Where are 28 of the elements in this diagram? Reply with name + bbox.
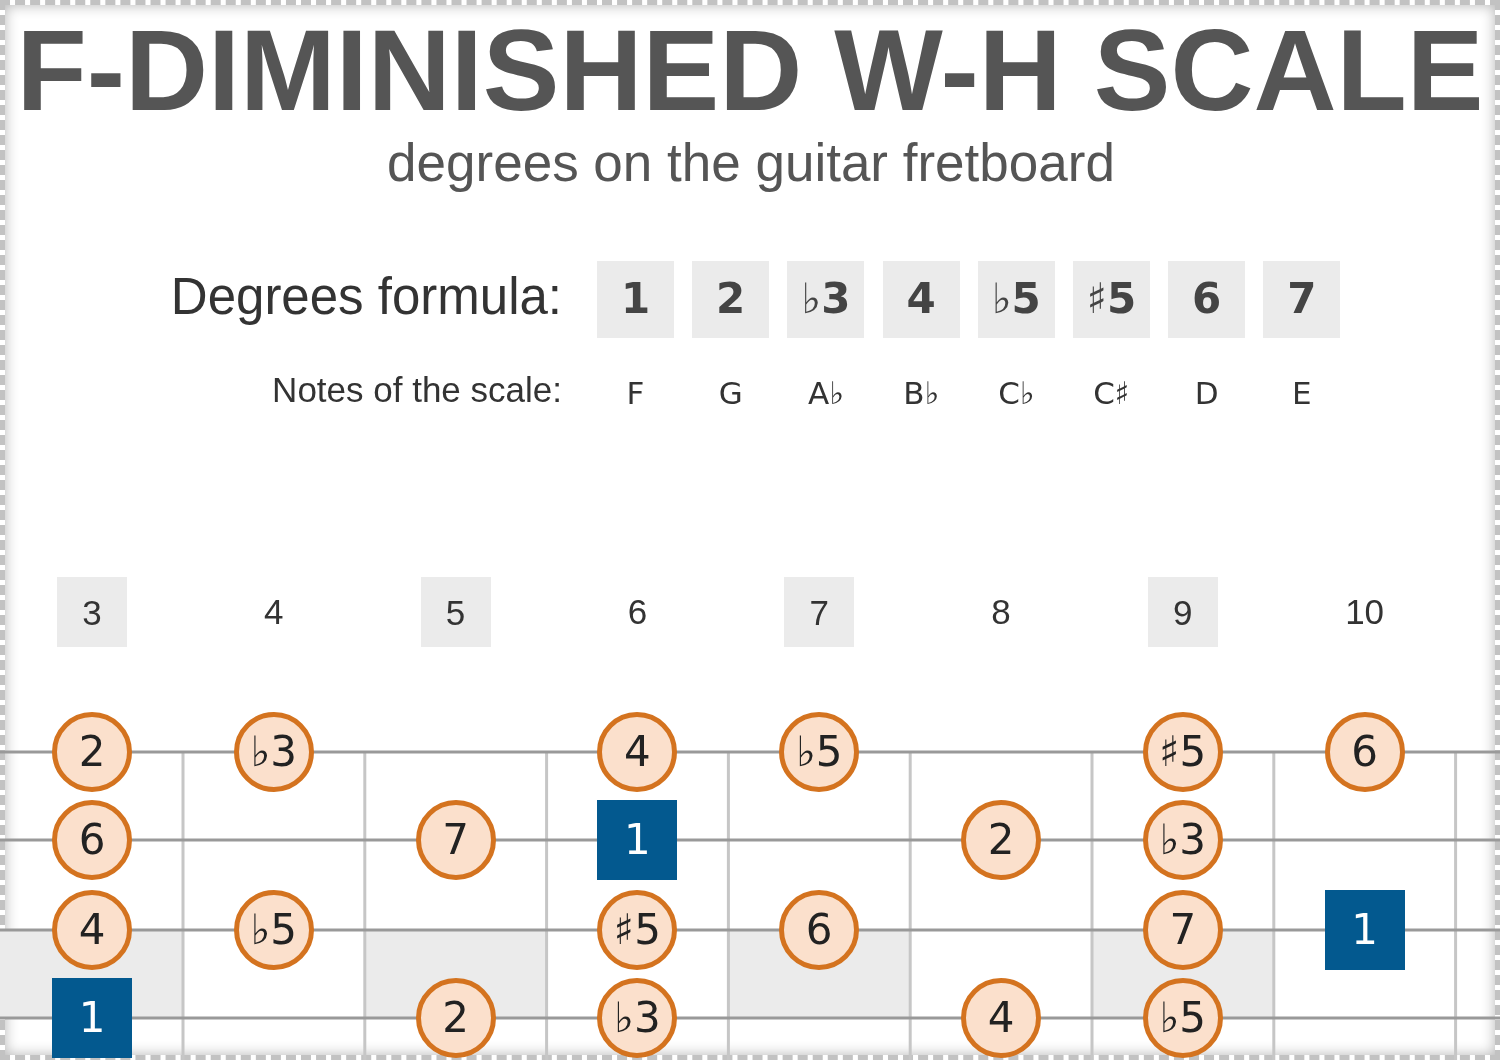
note-name: A♭	[807, 373, 844, 413]
note-name: B♭	[903, 373, 940, 413]
fret-number: 10	[1345, 591, 1385, 634]
note-name: G	[718, 373, 743, 413]
subtitle: degrees on the guitar fretboard	[387, 131, 1115, 194]
row-label: Notes of the scale:	[272, 369, 562, 412]
fret-number-tile: 3	[57, 577, 127, 647]
fret-number-tile: 5	[420, 577, 491, 647]
degree-tile: 7	[1263, 260, 1341, 338]
fret-number-tile: 9	[1147, 577, 1218, 647]
title: F-DIMINISHED W-H SCALE	[16, 13, 1484, 128]
note-name: D	[1194, 373, 1219, 413]
degree-tile: 1	[597, 260, 674, 338]
fret-number: 8	[991, 591, 1011, 634]
row-label: Degrees formula:	[170, 267, 562, 328]
fret-number: 4	[264, 591, 284, 634]
note-name: C♯	[1093, 373, 1130, 413]
degree-tile: 4	[882, 260, 960, 338]
degree-tile: 6	[1168, 260, 1246, 338]
degree-tile: 2	[692, 260, 770, 338]
fret-number-tile: 7	[784, 577, 855, 647]
degree-tile: ♯5	[1073, 260, 1150, 338]
note-name: C♭	[998, 373, 1035, 413]
note-name: E	[1292, 373, 1312, 413]
degree-tile: ♭5	[977, 260, 1055, 338]
note-name: F	[626, 373, 645, 413]
degree-tile: ♭3	[787, 260, 865, 338]
fret-number: 6	[627, 591, 648, 634]
